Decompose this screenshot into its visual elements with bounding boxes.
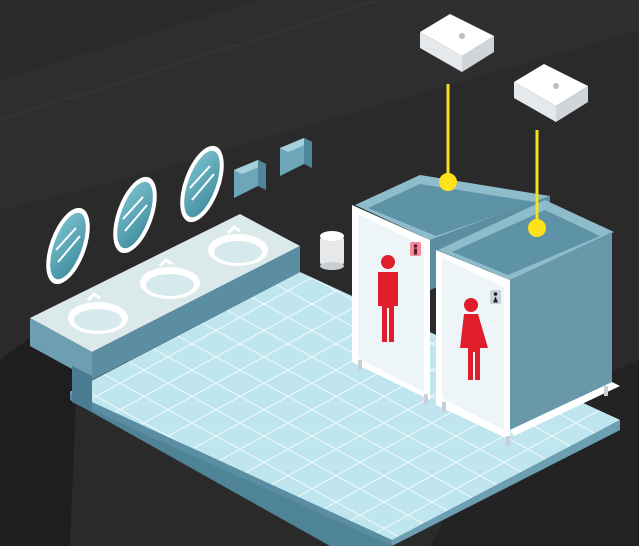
trash-bin [320, 231, 344, 270]
man-badge-icon [410, 242, 421, 256]
woman-badge-icon [490, 290, 501, 304]
